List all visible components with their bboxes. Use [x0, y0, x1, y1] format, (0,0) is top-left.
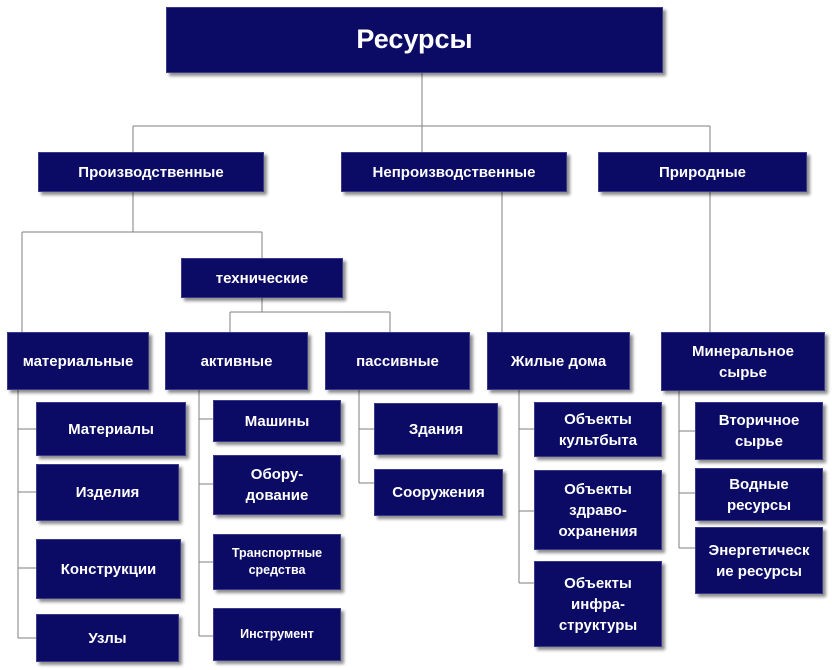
node-nonproduction: Непроизводственные [341, 152, 567, 192]
node-passive: пассивные [325, 332, 470, 390]
leaf-cultural-facilities: Объекты культбыта [534, 402, 662, 457]
node-technical: технические [181, 258, 343, 298]
node-production: Производственные [38, 152, 264, 192]
node-housing: Жилые дома [487, 332, 630, 390]
leaf-machines: Машины [213, 400, 341, 442]
root-node: Ресурсы [166, 7, 663, 73]
leaf-materials: Материалы [36, 402, 186, 456]
leaf-units: Узлы [36, 614, 179, 662]
leaf-water-resources: Водные ресурсы [695, 468, 823, 521]
leaf-tools: Инструмент [213, 608, 341, 661]
leaf-secondary-raw: Вторичное сырье [695, 402, 823, 460]
node-mineral: Минеральное сырье [661, 332, 825, 391]
leaf-vehicles: Транспортные средства [213, 534, 341, 590]
leaf-buildings: Здания [374, 403, 498, 455]
leaf-equipment: Обору- дование [213, 455, 341, 515]
leaf-energy-resources: Энергетическ ие ресурсы [695, 527, 823, 594]
node-material: материальные [7, 332, 149, 390]
node-active: активные [165, 332, 308, 390]
leaf-constructions: Сооружения [374, 469, 503, 516]
leaf-healthcare-facilities: Объекты здраво- охранения [534, 470, 662, 550]
leaf-products: Изделия [36, 464, 179, 521]
leaf-structures: Конструкции [36, 539, 181, 599]
leaf-infrastructure-facilities: Объекты инфра- структуры [534, 561, 662, 647]
node-natural: Природные [598, 152, 807, 192]
